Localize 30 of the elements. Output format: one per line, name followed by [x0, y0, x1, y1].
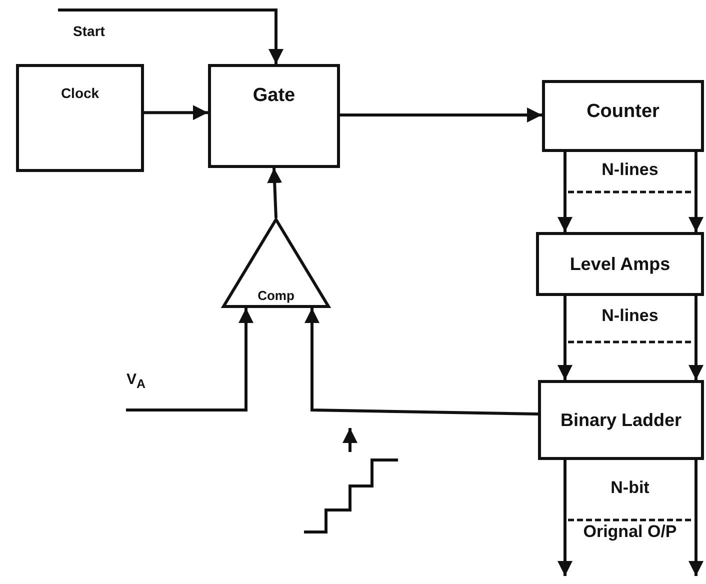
- arrow: [688, 296, 704, 380]
- arrow: [688, 460, 704, 576]
- arrow: [126, 308, 254, 412]
- arrow: [558, 296, 572, 380]
- comparator-triangle: [222, 218, 330, 308]
- bus-label: Orignal O/P: [582, 522, 678, 542]
- node-label: V$_{A}$: [126, 370, 146, 392]
- arrow: [558, 460, 572, 576]
- process-box: [536, 232, 704, 296]
- node-label: Binary Ladder: [560, 410, 682, 430]
- node-label: Gate: [252, 85, 296, 107]
- bus-label: N-lines: [600, 306, 660, 326]
- arrow: [267, 168, 282, 218]
- node-label: Clock: [60, 85, 100, 102]
- node-label: Comp: [258, 289, 294, 306]
- node-label: Level Amps: [570, 254, 670, 274]
- bus-label: N-lines: [600, 160, 660, 180]
- arrow: [340, 108, 542, 122]
- process-box: [208, 64, 340, 168]
- process-box: [542, 80, 704, 152]
- arrow: [144, 105, 208, 120]
- arrow: [688, 152, 704, 232]
- arrow: [558, 152, 572, 232]
- arrow: [58, 8, 284, 64]
- process-box: [16, 64, 144, 172]
- node-label: Start: [73, 22, 105, 40]
- bus-label: N-bit: [610, 478, 650, 498]
- node-label: Counter: [586, 101, 660, 123]
- arrow: [304, 308, 538, 416]
- process-box: [538, 380, 704, 460]
